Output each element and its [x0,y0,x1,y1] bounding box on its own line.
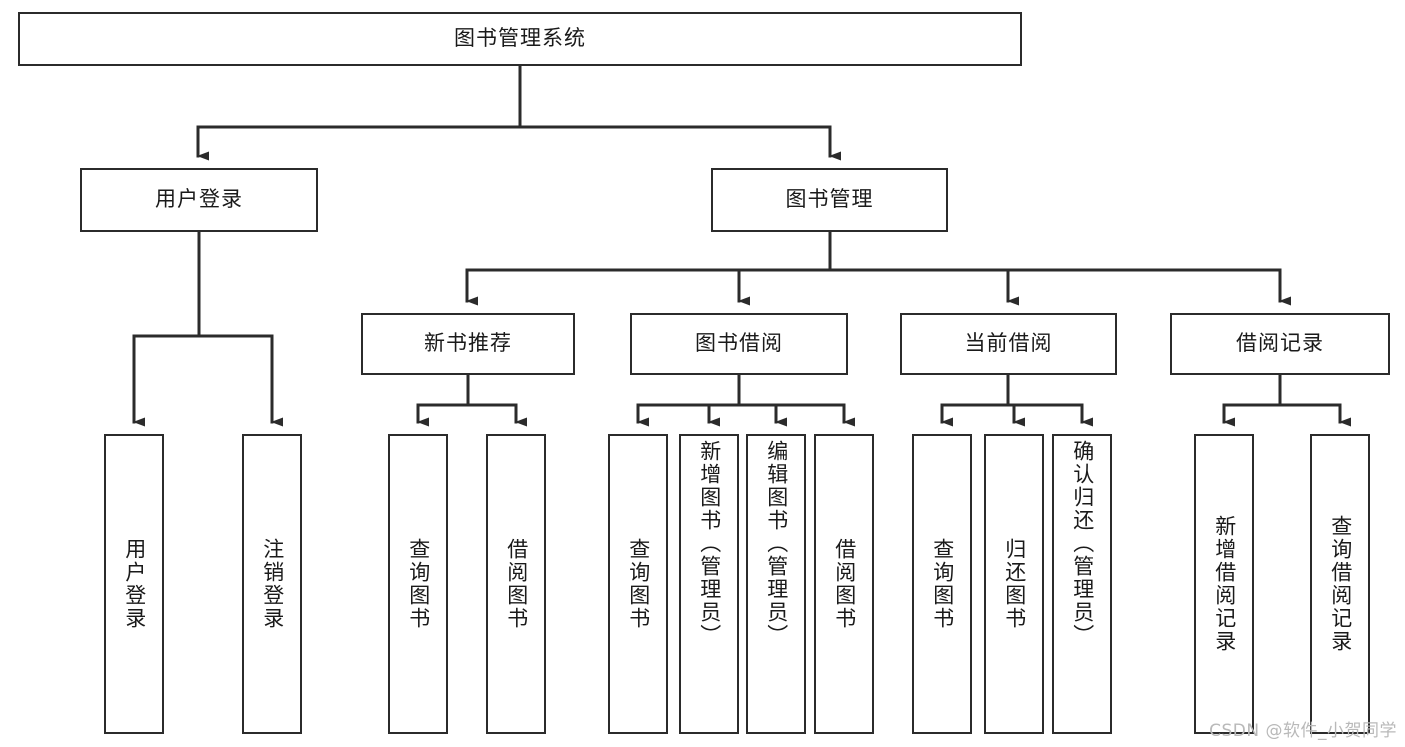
node-leaf-add-book-label: 新增图书（管理员） [697,440,722,647]
node-current-borrow-label: 当前借阅 [964,331,1053,356]
node-borrow-records-label: 借阅记录 [1236,331,1324,356]
node-leaf-query-book-borrow-label: 查询图书 [626,538,651,630]
root-to-level2-connectors [196,64,841,161]
node-leaf-borrow-book[interactable]: 借阅图书 [814,434,874,734]
node-leaf-borrow-book-recommend-label: 借阅图书 [504,538,529,630]
node-book-management-label: 图书管理 [785,187,874,212]
node-leaf-return-book[interactable]: 归还图书 [984,434,1044,734]
node-user-login-label: 用户登录 [155,187,243,212]
node-leaf-query-record-label: 查询借阅记录 [1328,515,1353,653]
new-book-recommend-to-leaves-connectors [416,373,527,427]
borrow-records-to-leaves-connectors [1222,373,1351,427]
book-borrow-to-leaves-connectors [636,373,855,427]
node-leaf-query-book-current[interactable]: 查询图书 [912,434,972,734]
node-leaf-query-book-current-label: 查询图书 [930,538,955,630]
node-leaf-edit-book-label: 编辑图书（管理员） [764,440,789,647]
csdn-watermark: CSDN @软件_小贺同学 [1209,721,1397,741]
node-leaf-query-book-borrow[interactable]: 查询图书 [608,434,668,734]
node-leaf-edit-book[interactable]: 编辑图书（管理员） [746,434,806,734]
node-leaf-query-book-recommend[interactable]: 查询图书 [388,434,448,734]
node-book-borrow[interactable]: 图书借阅 [630,313,848,375]
node-leaf-query-book-recommend-label: 查询图书 [406,538,431,630]
node-leaf-user-login-label: 用户登录 [122,538,147,630]
node-leaf-return-book-label: 归还图书 [1002,538,1027,630]
node-leaf-borrow-book-label: 借阅图书 [832,538,857,630]
node-leaf-logout[interactable]: 注销登录 [242,434,302,734]
node-new-book-recommend[interactable]: 新书推荐 [361,313,575,375]
node-borrow-records[interactable]: 借阅记录 [1170,313,1390,375]
user-login-to-leaves-connectors [132,230,283,427]
node-current-borrow[interactable]: 当前借阅 [900,313,1117,375]
node-leaf-query-record[interactable]: 查询借阅记录 [1310,434,1370,734]
node-user-login[interactable]: 用户登录 [80,168,318,232]
node-leaf-borrow-book-recommend[interactable]: 借阅图书 [486,434,546,734]
node-leaf-add-record-label: 新增借阅记录 [1212,515,1237,653]
node-root[interactable]: 图书管理系统 [18,12,1022,66]
node-leaf-add-book[interactable]: 新增图书（管理员） [679,434,739,734]
node-book-borrow-label: 图书借阅 [695,331,783,356]
node-leaf-add-record[interactable]: 新增借阅记录 [1194,434,1254,734]
node-leaf-logout-label: 注销登录 [260,538,285,630]
node-leaf-confirm-return-label: 确认归还（管理员） [1070,440,1095,647]
book-management-to-level3-connectors [465,230,1291,306]
node-new-book-recommend-label: 新书推荐 [424,331,512,356]
node-root-label: 图书管理系统 [454,26,586,51]
current-borrow-to-leaves-connectors [940,373,1093,427]
node-leaf-user-login[interactable]: 用户登录 [104,434,164,734]
node-leaf-confirm-return[interactable]: 确认归还（管理员） [1052,434,1112,734]
node-book-management[interactable]: 图书管理 [711,168,948,232]
